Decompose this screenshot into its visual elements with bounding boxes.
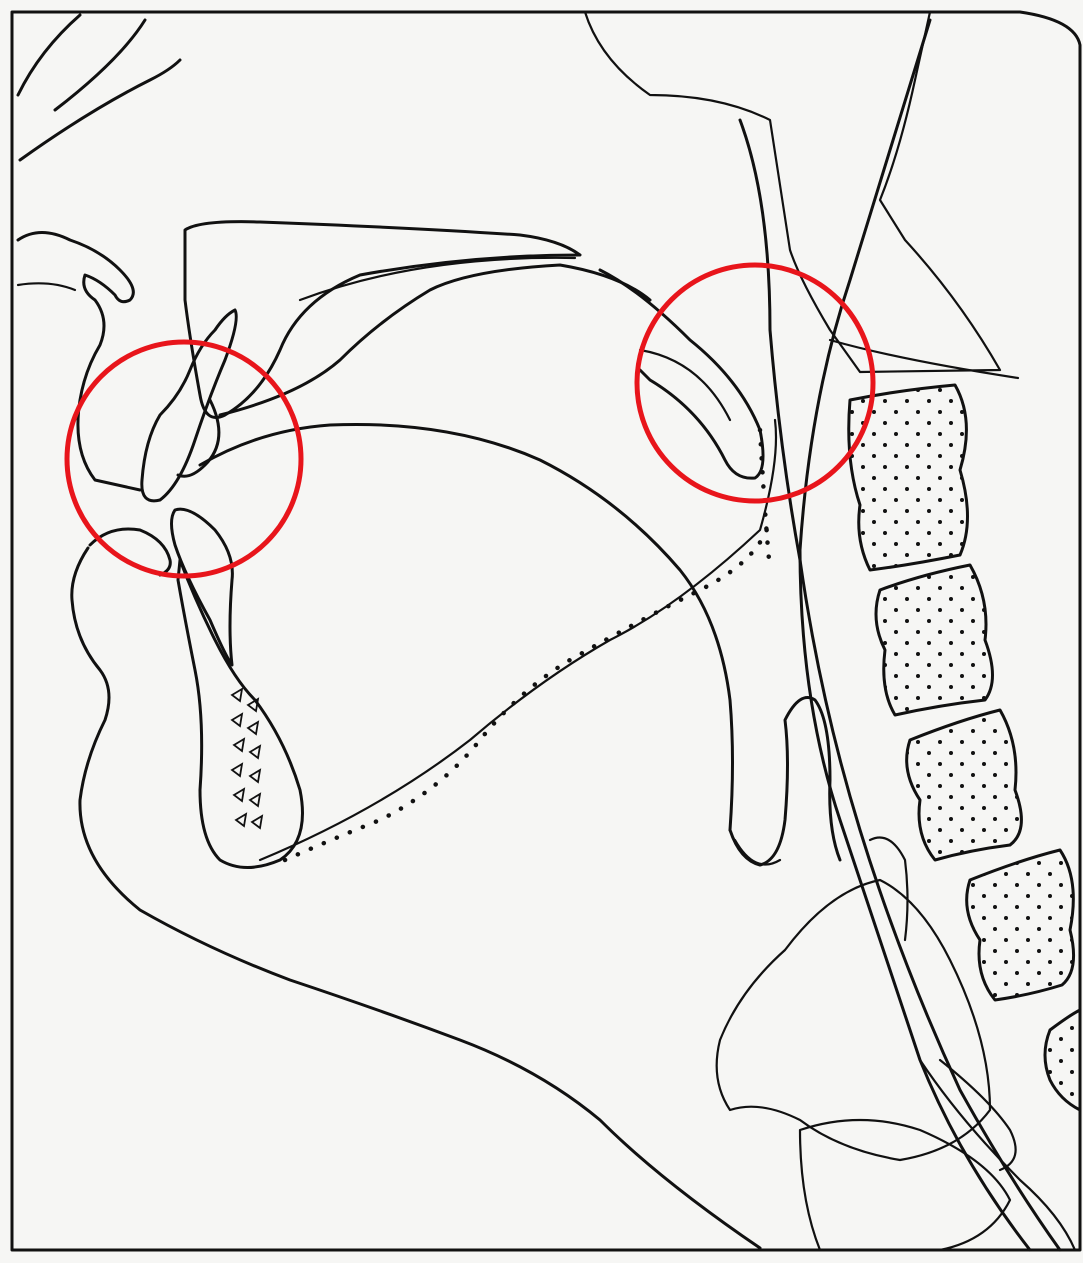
tooth-germ-pattern [232,689,262,828]
nasal-line-upper [55,20,145,110]
mandible-symphysis [178,560,303,868]
lower-lip [90,529,170,575]
thyroid-cartilage [717,880,990,1160]
vertebra-c3 [876,565,993,715]
skull-base-bone [585,12,1000,372]
vertebra-c4 [907,710,1022,860]
tongue-base-dots [285,520,770,860]
vertebra-c5 [967,850,1074,1000]
highlight-circle-incisors [67,342,301,576]
vertebra-c6 [1045,1010,1080,1110]
epiglottis [730,698,840,866]
forehead-contour [18,15,80,95]
skull-base-contour [830,340,1018,378]
tongue-dorsum [200,424,733,830]
chin-contour [72,548,760,1248]
hard-palate [185,222,580,418]
nasal-line-lower [20,60,180,160]
cervical-vertebrae [849,385,1080,1110]
esophagus-line [940,1060,1016,1170]
soft-palate [600,270,763,478]
nostril [18,283,75,290]
velum-line [640,350,730,420]
highlight-circle-soft-palate [637,265,873,501]
vertebra-c2 [849,385,968,570]
